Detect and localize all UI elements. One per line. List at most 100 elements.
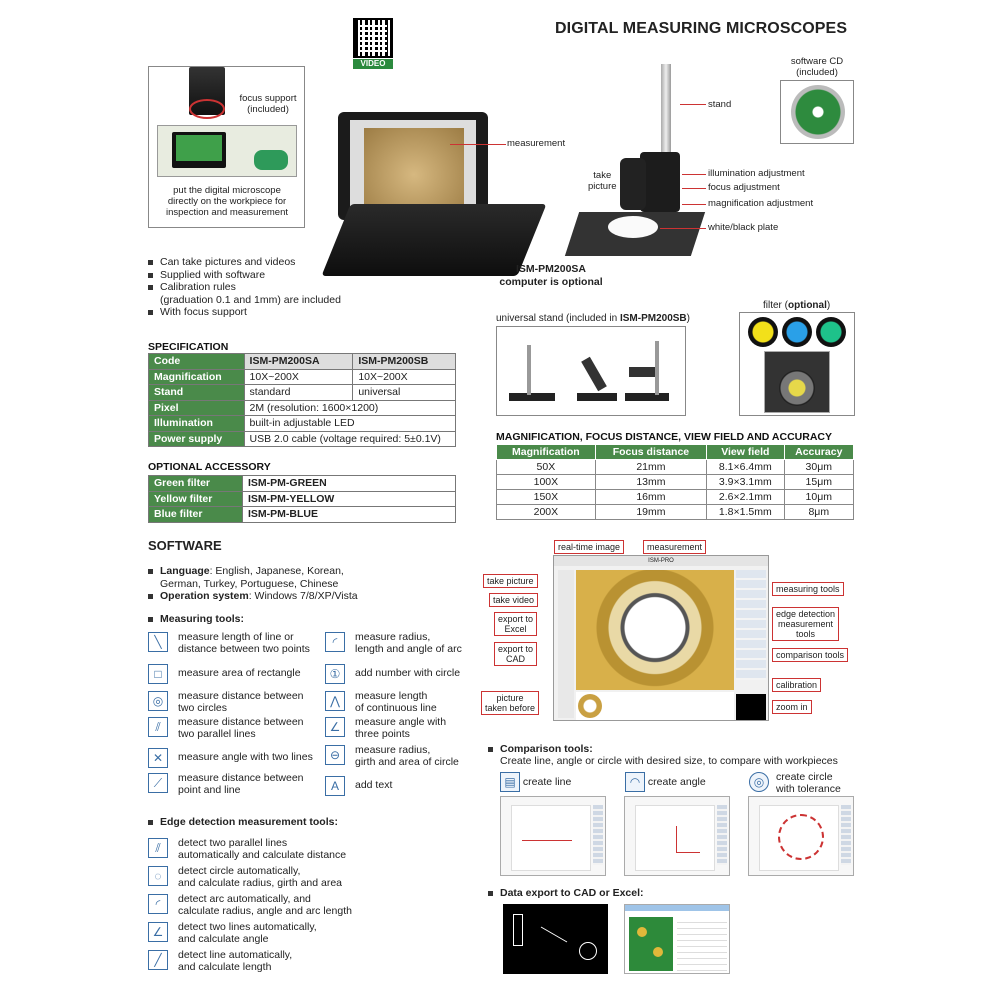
filter-panel	[739, 312, 855, 416]
text-tool-icon: A	[325, 776, 345, 796]
specification-heading: SPECIFICATION	[148, 341, 229, 353]
feature-item: Can take pictures and videos	[148, 256, 388, 269]
stand-pole	[661, 64, 671, 174]
circle-tool-icon: ⊖	[325, 745, 345, 765]
focus-support-label: focus support	[239, 93, 297, 104]
focus-support-included: (included)	[247, 104, 289, 115]
thumbnail-strip	[576, 692, 734, 720]
edge-angle-icon: ∠	[148, 922, 168, 942]
rectangle-tool-icon: □	[148, 664, 168, 684]
edge-arc-icon: ◜	[148, 894, 168, 914]
software-cd-included: (included)	[796, 67, 838, 78]
table-row: Code ISM-PM200SA ISM-PM200SB	[148, 353, 456, 370]
two-circles-icon: ◎	[148, 691, 168, 711]
create-angle-screenshot	[624, 796, 730, 876]
three-point-angle-icon: ∠	[325, 717, 345, 737]
measuring-tools-heading-wrap: Measuring tools:	[148, 613, 244, 626]
microscope-body	[620, 158, 646, 210]
edge-tools-heading: Edge detection measurement tools:	[148, 816, 338, 829]
model-caption: ISM-PM200SA	[515, 263, 587, 275]
green-filter-image	[816, 317, 846, 347]
language-item: Language: English, Japanese, Korean,	[148, 565, 468, 578]
create-circle-screenshot	[748, 796, 854, 876]
language-item-cont: German, Turkey, Portuguese, Chinese	[160, 577, 339, 590]
page-title: DIGITAL MEASURING MICROSCOPES	[555, 20, 848, 37]
create-line-screenshot	[500, 796, 606, 876]
white-plate	[608, 216, 658, 238]
magnification-heading: MAGNIFICATION, FOCUS DISTANCE, VIEW FIEL…	[496, 431, 832, 443]
label-comparison: comparison tools	[772, 648, 849, 662]
blue-filter-image	[782, 317, 812, 347]
callout-focus: focus adjustment	[708, 182, 780, 193]
measuring-tools-heading: Measuring tools:	[148, 613, 244, 626]
feature-item: With focus support	[148, 306, 388, 319]
label-realtime: real-time image	[554, 540, 625, 554]
edge-circle-icon: ◌	[148, 866, 168, 886]
label-take-picture[interactable]: take picture	[483, 574, 538, 588]
create-angle-tool[interactable]: ◠ create angle	[625, 772, 706, 792]
data-export-heading: Data export to CAD or Excel:	[488, 887, 644, 900]
realtime-image	[576, 570, 734, 690]
software-screenshot: ISM-PRO	[553, 555, 769, 721]
create-angle-icon: ◠	[625, 772, 645, 792]
focus-caption-3: inspection and measurement	[166, 207, 288, 218]
edge-line-icon: ╱	[148, 950, 168, 970]
comparison-heading: Comparison tools:	[488, 743, 593, 756]
number-circle-icon: ①	[325, 664, 345, 684]
focus-support-ring	[189, 99, 225, 119]
filter-caption: filter (optional)	[763, 300, 831, 311]
software-cd-panel	[780, 80, 854, 144]
callout-illumination: illumination adjustment	[708, 168, 805, 179]
focus-caption-1: put the digital microscope	[173, 185, 281, 196]
callout-take-2: picture	[588, 181, 617, 192]
feature-item-continuation: (graduation 0.1 and 1mm) are included	[160, 293, 341, 306]
create-circle-icon: ◎	[749, 772, 769, 792]
software-heading: SOFTWARE	[148, 538, 222, 553]
callout-magnification: magnification adjustment	[708, 198, 814, 209]
universal-stand-caption: universal stand (included in ISM-PM200SB…	[496, 313, 690, 324]
angle-two-lines-icon: ✕	[148, 748, 168, 768]
callout-measurement: measurement	[507, 138, 566, 149]
label-measuring-tools: measuring tools	[772, 582, 844, 596]
callout-stand: stand	[708, 99, 732, 110]
edge-heading-wrap: Edge detection measurement tools:	[148, 816, 338, 829]
cd-image	[791, 85, 845, 139]
qr-code-pattern	[353, 18, 393, 58]
create-line-icon: ▤	[500, 772, 520, 792]
polyline-icon: ⋀	[325, 691, 345, 711]
callout-plate: white/black plate	[708, 222, 779, 233]
computer-optional: computer is optional	[499, 275, 603, 288]
feature-item: Calibration rules	[148, 281, 388, 294]
video-tag: VIDEO	[353, 59, 393, 69]
parallel-lines-icon: ⫽	[148, 717, 168, 737]
label-take-video[interactable]: take video	[489, 593, 539, 607]
label-calibration: calibration	[772, 678, 822, 692]
comparison-desc: Create line, angle or circle with desire…	[500, 755, 838, 767]
qr-code[interactable]: VIDEO	[353, 18, 393, 70]
laptop-image	[338, 112, 488, 220]
create-line-tool[interactable]: ▤ create line	[500, 772, 571, 792]
callout-take-1: take	[593, 170, 612, 181]
specification-table: Code ISM-PM200SA ISM-PM200SB Magnificati…	[148, 353, 457, 447]
cad-export-image	[503, 904, 608, 974]
comparison-heading-wrap: Comparison tools:	[488, 743, 593, 756]
point-line-icon: ⟋	[148, 773, 168, 793]
optional-accessory-heading: OPTIONAL ACCESSORY	[148, 461, 271, 473]
